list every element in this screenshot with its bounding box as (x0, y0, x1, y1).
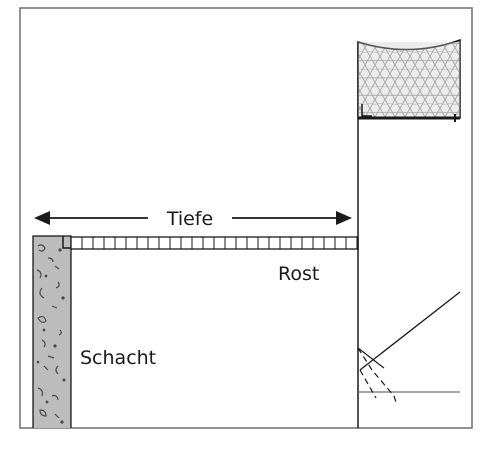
shaft-bracket (62, 236, 71, 249)
insulation-tint (358, 42, 460, 118)
window-diagonal-dashed (357, 347, 397, 403)
depth-arrow-right-icon (336, 211, 352, 225)
shaft-label: Schacht (80, 347, 156, 369)
depth-label: Tiefe (166, 208, 213, 230)
shaft-aggregate-texture (36, 244, 62, 419)
window-sash-line (357, 347, 385, 369)
slab-bracket (361, 104, 372, 117)
depth-arrow-left-icon (34, 211, 50, 225)
grate-cells (81, 237, 358, 249)
insulation-block (357, 38, 461, 119)
shaft-aggregate-dots (36, 248, 66, 424)
window-diagonal-solid (359, 291, 461, 371)
grate-label: Rost (278, 263, 319, 285)
shaft-wall (32, 235, 72, 428)
